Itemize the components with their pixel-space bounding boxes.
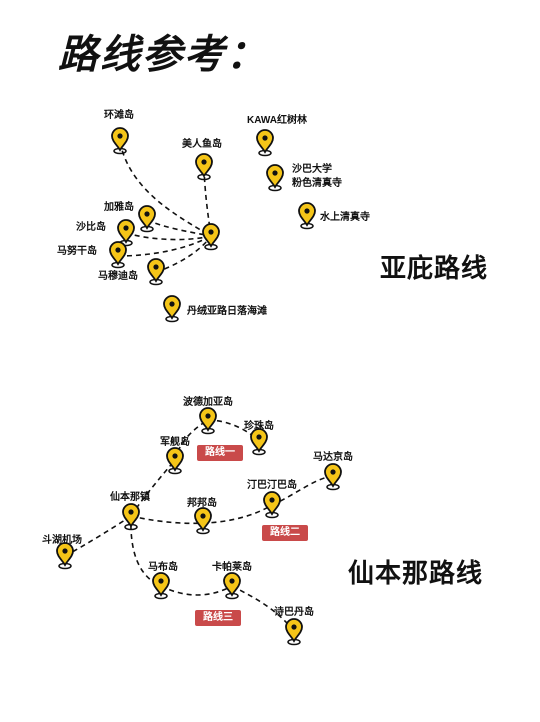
label-shabi: 沙比岛 — [76, 222, 106, 233]
map-pin-icon — [163, 295, 181, 323]
kk-pins — [109, 127, 316, 323]
label-huantan: 环滩岛 — [104, 110, 134, 121]
label-zhenzhu: 珍珠岛 — [244, 421, 274, 432]
route-title-kk: 亚庇路线 — [380, 253, 489, 283]
map-pin-icon — [285, 618, 303, 646]
label-xianben: 仙本那镇 — [110, 492, 150, 503]
map-pin-icon — [298, 202, 316, 230]
map-pin-icon — [324, 463, 342, 491]
map-pin-icon — [109, 241, 127, 269]
kk-route-lines — [117, 141, 212, 273]
map-pin-icon — [122, 503, 140, 531]
label-junjian: 军舰岛 — [160, 437, 190, 448]
map-pin-icon — [194, 507, 212, 535]
page-title: 路线参考： — [58, 33, 268, 77]
map-pin-icon — [266, 164, 284, 192]
label-shaba-univ-2: 粉色清真寺 — [292, 178, 342, 189]
route-tag-1: 路线一 — [197, 445, 243, 461]
label-jiaya: 加雅岛 — [104, 202, 134, 213]
map-pin-icon — [223, 572, 241, 600]
label-kapa: 卡帕莱岛 — [212, 562, 252, 573]
map-pin-icon — [111, 127, 129, 155]
label-dingba: 汀巴汀巴岛 — [247, 480, 297, 491]
label-manugan: 马努干岛 — [57, 246, 97, 257]
label-kawa: KAWA红树林 — [247, 115, 307, 126]
label-meirenyu: 美人鱼岛 — [182, 139, 222, 150]
route-tag-2: 路线二 — [262, 525, 308, 541]
route-title-semporna: 仙本那路线 — [348, 558, 484, 588]
map-pin-icon — [147, 258, 165, 286]
label-danrong: 丹绒亚路日落海滩 — [187, 306, 267, 317]
label-mabu: 马布岛 — [148, 562, 178, 573]
map-pin-icon — [202, 223, 220, 251]
map-pin-icon — [195, 153, 213, 181]
label-shaba-univ-1: 沙巴大学 — [292, 164, 332, 175]
label-bode: 波德加亚岛 — [183, 397, 233, 408]
label-shuishang: 水上清真寺 — [320, 212, 370, 223]
route-tag-3: 路线三 — [195, 610, 241, 626]
label-madajing: 马达京岛 — [313, 452, 353, 463]
map-pin-icon — [138, 205, 156, 233]
map-pin-icon — [166, 447, 184, 475]
label-shiba: 诗巴丹岛 — [274, 607, 314, 618]
map-pin-icon — [263, 491, 281, 519]
label-madi: 马穆迪岛 — [98, 271, 138, 282]
map-pin-icon — [256, 129, 274, 157]
map-pin-icon — [152, 572, 170, 600]
label-bangbang: 邦邦岛 — [187, 498, 217, 509]
map-pin-icon — [199, 407, 217, 435]
label-douhu: 斗湖机场 — [42, 535, 82, 546]
